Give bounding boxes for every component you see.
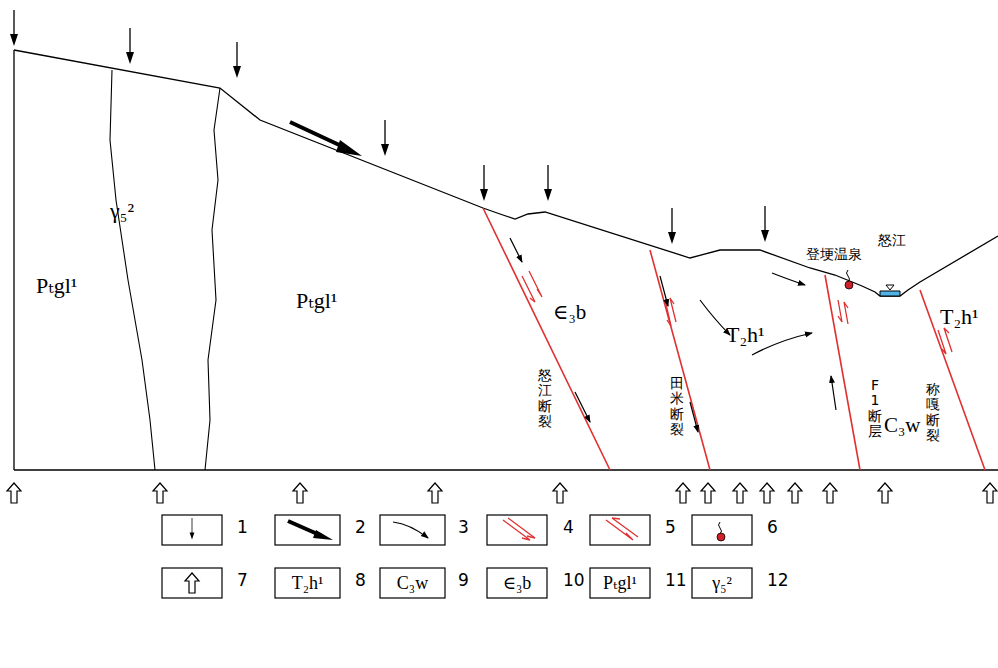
legend-number: 6 xyxy=(767,517,778,537)
legend-sample-text: C₃w xyxy=(380,573,445,594)
legend-number: 9 xyxy=(458,570,469,590)
ground-surface xyxy=(14,50,998,296)
legend-sample-text: Pₜgl¹ xyxy=(590,572,650,594)
formation-label: Pₜgl¹ xyxy=(36,273,77,299)
legend-number: 8 xyxy=(355,570,366,590)
legend-number: 7 xyxy=(237,570,248,590)
formation-label: Pₜgl¹ xyxy=(296,288,337,314)
fault-line xyxy=(483,208,985,470)
formation-label: T₂h¹ xyxy=(940,304,979,330)
formation-label: C₃w xyxy=(884,413,921,438)
fault-name: 怒江断裂 xyxy=(538,368,552,430)
legend-sample-box xyxy=(162,515,752,598)
legend-number: 1 xyxy=(237,517,248,537)
legend-number: 10 xyxy=(563,570,585,590)
formation-label: T₂h¹ xyxy=(726,322,765,348)
fault-name: F1断层 xyxy=(868,378,882,440)
legend-number: 4 xyxy=(563,517,574,537)
spring-name: 登埂温泉 xyxy=(806,246,862,264)
legend-number: 3 xyxy=(458,517,469,537)
legend-sample-text: T₂h¹ xyxy=(275,573,340,594)
granite-contact xyxy=(205,88,220,470)
legend-sample-text: ∈₃b xyxy=(487,572,547,594)
legend-number: 12 xyxy=(767,570,789,590)
legend-number: 2 xyxy=(355,517,366,537)
fault-name: 称嘎断裂 xyxy=(926,382,940,444)
river-name: 怒江 xyxy=(878,232,906,250)
formation-label: ∈₃b xyxy=(553,300,586,325)
formation-label: γ₅² xyxy=(110,198,134,224)
fault-name: 田米断裂 xyxy=(670,376,684,438)
legend-sample-text: γ₅² xyxy=(692,573,752,594)
legend-number: 5 xyxy=(665,517,676,537)
legend-number: 11 xyxy=(665,570,687,590)
granite-contact xyxy=(110,70,155,470)
